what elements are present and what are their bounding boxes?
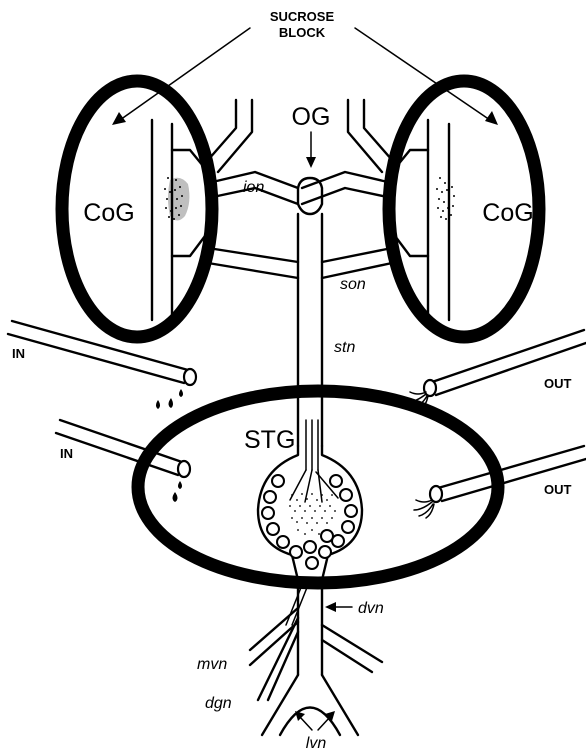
out-bottom-label: OUT xyxy=(544,482,572,497)
cog-left-ring xyxy=(55,74,219,344)
in-bottom-label: IN xyxy=(60,446,73,461)
lvn-arrows xyxy=(295,711,335,731)
cog-right-label: CoG xyxy=(482,199,533,227)
sucrose-block-label-line1: SUCROSE xyxy=(270,9,335,24)
son-label: son xyxy=(340,276,366,293)
cog-left-ganglion xyxy=(150,118,210,322)
electrode-out-bottom xyxy=(413,444,586,519)
mvn-label: mvn xyxy=(197,656,227,673)
og-arrow xyxy=(306,131,316,168)
lvn-label: lvn xyxy=(306,735,327,752)
cog-right-ganglion xyxy=(390,118,455,322)
electrode-in-top xyxy=(6,319,198,409)
cog-right-ring xyxy=(382,74,546,344)
dvn-label: dvn xyxy=(358,600,384,617)
electrode-in-bottom xyxy=(54,418,192,502)
upper-nerves xyxy=(206,98,394,280)
stg-label: STG xyxy=(244,426,295,454)
dgn-label: dgn xyxy=(205,695,232,712)
stg-ring xyxy=(131,384,505,590)
out-top-label: OUT xyxy=(544,376,572,391)
in-top-label: IN xyxy=(12,346,25,361)
ion-label: ion xyxy=(243,179,264,196)
electrode-out-top xyxy=(407,328,586,411)
stn-label: stn xyxy=(334,339,355,356)
dvn-arrow xyxy=(325,602,353,612)
sucrose-block-label-line2: BLOCK xyxy=(279,25,326,40)
stn-nerve xyxy=(296,212,324,448)
lower-nerves xyxy=(248,578,384,737)
sucrose-block-arrows xyxy=(112,27,498,125)
cog-left-label: CoG xyxy=(83,199,134,227)
og-label: OG xyxy=(292,103,331,131)
